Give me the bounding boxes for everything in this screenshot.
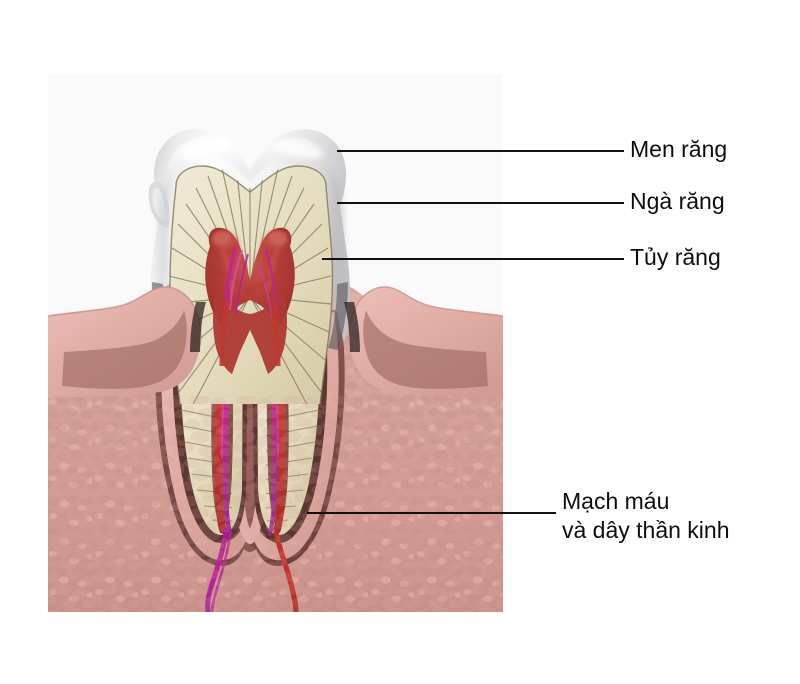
pulp-trunk (213, 292, 287, 374)
pulp-chamber (205, 227, 295, 374)
gum-collar-right-inner (363, 310, 488, 389)
gum-tooth-gap-right (344, 302, 360, 352)
label-vessels-nerves-line1: Mạch máu (562, 488, 669, 514)
label-dentin: Ngà răng (630, 188, 725, 214)
gum-foreground-texture (48, 396, 503, 612)
dentin-outline (175, 165, 334, 405)
pulp-nerve-bundle (224, 245, 278, 319)
gum-collar-left-inner (62, 310, 187, 389)
label-pulp: Tủy răng (630, 244, 721, 270)
gum-collar (48, 286, 503, 398)
label-vessels-nerves-line2: và dây thần kinh (562, 517, 730, 543)
label-enamel: Men răng (630, 136, 727, 162)
enamel-specular-left (179, 140, 231, 160)
tooth-illustration-panel (48, 74, 503, 612)
enamel-specular-right (274, 141, 322, 159)
leader-lines (307, 149, 624, 515)
pulp-vessels (219, 299, 281, 367)
pulp-horn-highlight-right (269, 231, 287, 245)
annotation-labels: Men răng Ngà răng Tủy răng Mạch máu và d… (562, 136, 730, 543)
enamel-cervical-right (328, 282, 348, 350)
pulp-horn-highlight-left (213, 231, 231, 245)
gum-tooth-gap-left (190, 302, 206, 352)
